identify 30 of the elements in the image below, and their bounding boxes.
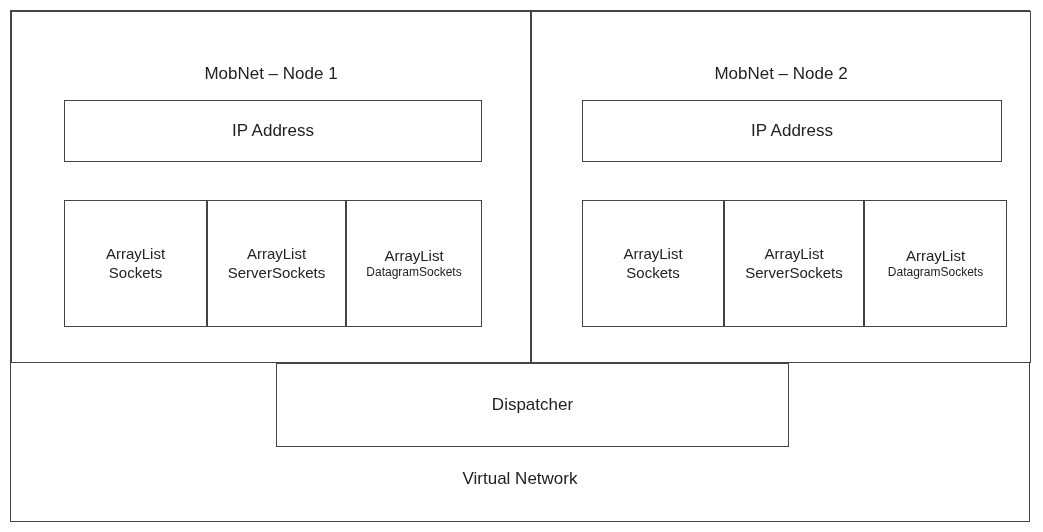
component-box	[64, 100, 482, 162]
panel-title: Virtual Network	[461, 469, 579, 489]
box-label: DatagramSockets	[366, 265, 462, 281]
component-box	[346, 200, 482, 327]
panel-title: MobNet – Node 1	[203, 64, 339, 84]
box-label: ArrayList	[246, 244, 307, 264]
box-label: ArrayList	[105, 244, 166, 264]
component-box	[207, 200, 346, 327]
component-box	[64, 200, 207, 327]
component-box	[582, 200, 724, 327]
component-box	[724, 200, 864, 327]
box-label: Sockets	[108, 263, 163, 283]
box-label: ArrayList	[623, 244, 683, 264]
box-label: Dispatcher	[491, 394, 574, 416]
node-panel	[11, 11, 531, 363]
network-frame	[10, 10, 1030, 522]
box-label: ArrayList	[905, 246, 966, 266]
box-label: ServerSockets	[745, 263, 843, 283]
panel-title: MobNet – Node 2	[713, 64, 849, 84]
component-box	[864, 200, 1007, 327]
box-label: IP Address	[232, 120, 314, 142]
component-box	[276, 363, 789, 447]
box-label: ArrayList	[764, 244, 824, 264]
box-label: ArrayList	[384, 246, 444, 266]
box-label: DatagramSockets	[887, 265, 984, 281]
box-label: IP Address	[751, 120, 833, 142]
box-label: Sockets	[626, 263, 680, 283]
node-panel	[531, 11, 1031, 363]
box-label: ServerSockets	[227, 263, 326, 283]
component-box	[582, 100, 1002, 162]
